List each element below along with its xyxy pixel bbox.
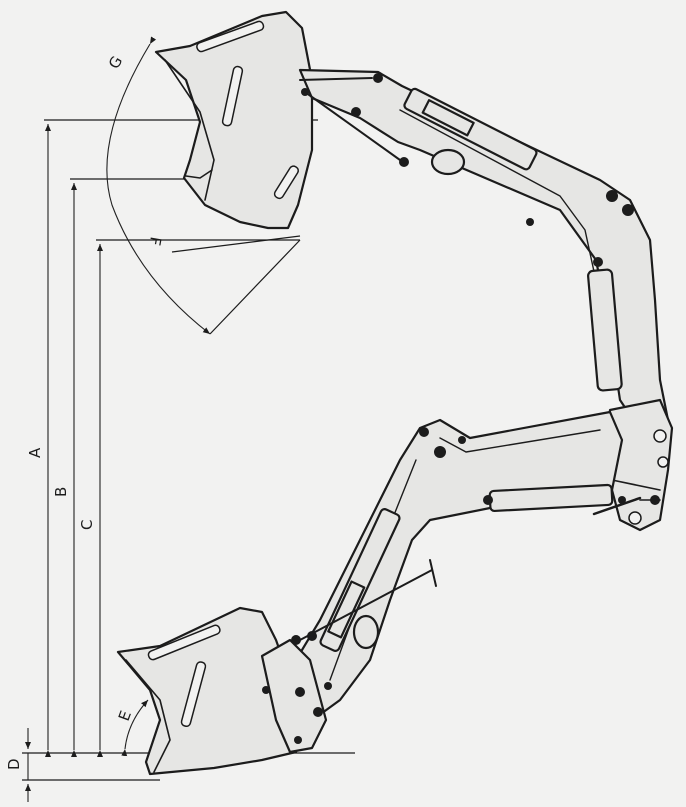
label-d: D	[5, 758, 23, 770]
loader-raised-position	[154, 10, 670, 432]
label-f: F	[146, 235, 165, 247]
lowered-pin-10	[294, 736, 302, 744]
lowered-bucket-slot-2	[180, 661, 207, 728]
raised-bucket-slot	[196, 20, 265, 53]
lowered-arm-top-edge	[439, 429, 601, 453]
raised-arm-inner	[399, 109, 599, 291]
lowered-pin-1	[419, 427, 429, 437]
lowered-pin-11	[324, 682, 332, 690]
raised-pin-2	[351, 107, 361, 117]
raised-pin-1	[373, 73, 383, 83]
raised-link-2	[304, 91, 401, 161]
ref-line-f	[171, 235, 301, 253]
lowered-pin-8	[313, 707, 323, 717]
dimension-e-arc	[121, 699, 149, 757]
lowered-hose-coupling	[352, 614, 380, 650]
mount-pin-5	[618, 496, 626, 504]
lowered-bucket-slot	[147, 624, 221, 661]
lowered-pin-5	[291, 635, 301, 645]
raised-bucket	[154, 10, 314, 230]
raised-pin-7	[593, 257, 603, 267]
mount-lever	[592, 496, 642, 516]
lowered-pin-6	[307, 631, 317, 641]
raised-pin-3	[301, 88, 309, 96]
mounting-frame	[592, 398, 674, 532]
raised-link-1	[299, 77, 373, 81]
raised-pin-4	[606, 190, 618, 202]
lowered-pin-9	[262, 686, 270, 694]
lowered-pin-4	[483, 495, 493, 505]
lowered-bucket-edge	[125, 659, 171, 773]
mount-pin-2	[657, 456, 669, 468]
lowered-pin-3	[458, 436, 466, 444]
raised-lift-cylinder-body	[421, 99, 475, 137]
mount-pin-3	[628, 511, 642, 525]
raised-pin-6	[526, 218, 534, 226]
raised-pin-8	[399, 157, 409, 167]
raised-bucket-edge	[164, 59, 215, 201]
dimension-lines: A B C D E F G	[5, 36, 355, 802]
lowered-pin-7	[295, 687, 305, 697]
label-c: C	[78, 520, 96, 530]
lowered-link	[299, 569, 433, 641]
lowered-boom-arm	[294, 410, 624, 718]
lowered-pin-2	[434, 446, 446, 458]
raised-pin-5	[622, 204, 634, 216]
mount-pin-1	[653, 429, 667, 443]
raised-hose-coupling	[430, 148, 466, 176]
raised-bucket-lip	[185, 169, 213, 179]
mount-pin-4	[650, 495, 660, 505]
loader-lowered-position	[116, 410, 624, 776]
dimension-fg-arc	[106, 36, 211, 335]
lowered-valve	[429, 559, 437, 587]
ref-line-f-2	[209, 239, 301, 335]
raised-bucket-slot-2	[221, 65, 244, 127]
label-a: A	[26, 447, 44, 458]
label-b: B	[52, 487, 70, 497]
label-e: E	[115, 708, 135, 723]
raised-bucket-slot-3	[273, 165, 300, 200]
label-g: G	[105, 53, 126, 72]
raised-tilt-cylinder	[587, 268, 623, 392]
